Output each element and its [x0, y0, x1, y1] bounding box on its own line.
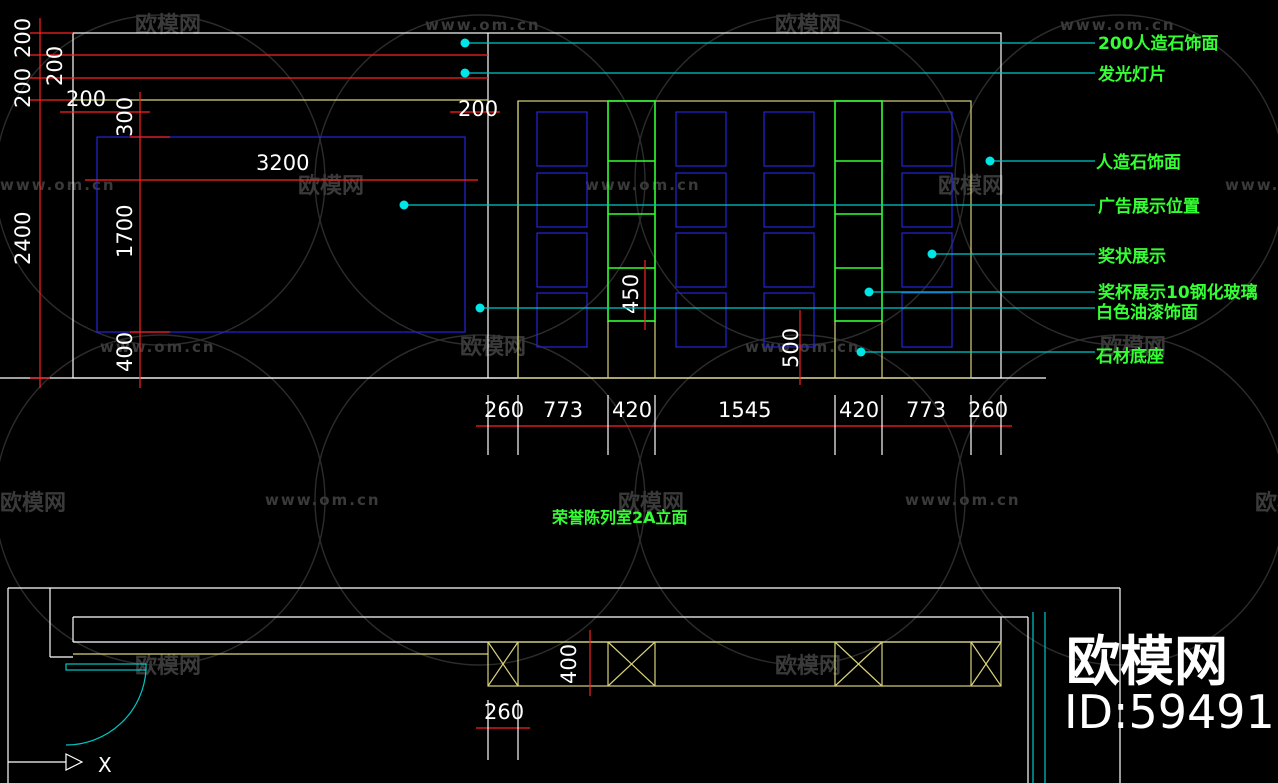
dim-panel-3200: 3200 — [256, 151, 309, 175]
label-advert-area: 广告展示位置 — [1098, 196, 1200, 217]
dim-chain-773-a: 773 — [543, 398, 583, 422]
drawing-title: 荣誉陈列室2A立面 — [551, 508, 688, 527]
label-artificial-stone: 人造石饰面 — [1096, 152, 1181, 173]
door-swing — [65, 669, 147, 746]
dim-left-200-2: 200 — [43, 46, 67, 86]
watermark-site-name: 欧模网 — [0, 490, 66, 516]
advertising-panel — [96, 136, 466, 333]
watermark-site: www.om.cn — [265, 491, 381, 509]
watermark-site: www.om.cn — [425, 16, 541, 34]
axis-x-label: X — [98, 753, 112, 777]
dim-cabinet-450: 450 — [619, 274, 643, 314]
dim-plan-260: 260 — [484, 700, 524, 724]
annotation-leaders — [399, 38, 1095, 357]
elevation-drawing — [0, 18, 1046, 455]
label-trophy-glass: 奖杯展示10钢化玻璃 — [1098, 282, 1258, 303]
dim-chain-420-a: 420 — [612, 398, 652, 422]
dim-right-200: 200 — [458, 97, 498, 121]
dimension-labels: 200 200 200 2400 200 300 3200 1700 400 2… — [11, 18, 1008, 422]
brand-name: 欧模网 — [1066, 630, 1228, 693]
display-cabinet — [517, 100, 972, 379]
dim-chain-420-b: 420 — [839, 398, 879, 422]
watermark-site-name: 欧模网 — [298, 173, 364, 199]
door-leaf — [65, 663, 147, 671]
watermark-site-name: 欧模网 — [135, 12, 201, 38]
dim-plan-400: 400 — [557, 644, 581, 684]
plan-drawing — [7, 587, 1121, 783]
watermark-texts: www.om.cn www.om.cn www.om.cn www.om.cn … — [0, 12, 1278, 679]
watermark-site: www.om.cn — [1225, 176, 1278, 194]
label-white-paint: 白色油漆饰面 — [1096, 302, 1198, 323]
watermark-site-name: 欧模网 — [1255, 490, 1278, 516]
certificate-frames — [536, 111, 953, 348]
brand-id: ID:594917 — [1064, 685, 1278, 739]
label-artificial-stone-200: 200人造石饰面 — [1098, 33, 1219, 54]
dim-left-2400: 2400 — [11, 212, 35, 265]
dim-chain-773-b: 773 — [906, 398, 946, 422]
watermark-site-name: 欧模网 — [135, 653, 201, 679]
dim-panel-300: 300 — [113, 97, 137, 137]
label-light-film: 发光灯片 — [1097, 64, 1166, 85]
plan-cabinet — [487, 641, 1002, 687]
trophy-shelf-left — [607, 100, 656, 322]
watermark-site: www.om.cn — [905, 491, 1021, 509]
watermark-site: www.om.cn — [585, 176, 701, 194]
watermark-site-name: 欧模网 — [460, 334, 526, 360]
dim-left-200-3: 200 — [11, 68, 35, 108]
dim-left-200-1: 200 — [11, 18, 35, 58]
watermark-site: www.om.cn — [0, 176, 116, 194]
dim-top-200: 200 — [66, 87, 106, 111]
dim-cabinet-500: 500 — [779, 328, 803, 368]
label-certificate-display: 奖状展示 — [1098, 246, 1166, 267]
dim-base-400: 400 — [113, 332, 137, 372]
label-stone-base: 石材底座 — [1095, 346, 1164, 367]
dim-chain-260-b: 260 — [968, 398, 1008, 422]
watermark-site-name: 欧模网 — [618, 490, 684, 516]
watermark-site-name: 欧模网 — [775, 653, 841, 679]
watermark-site: www.om.cn — [100, 338, 216, 356]
trophy-shelf-right — [834, 100, 883, 322]
dim-chain-1545: 1545 — [718, 398, 771, 422]
watermark-site-name: 欧模网 — [775, 12, 841, 38]
watermark-site: www.om.cn — [1060, 16, 1176, 34]
watermark-site-name: 欧模网 — [1100, 334, 1166, 360]
dim-chain-260-a: 260 — [484, 398, 524, 422]
dim-panel-1700: 1700 — [113, 205, 137, 258]
annotation-labels: 200人造石饰面 发光灯片 人造石饰面 广告展示位置 奖状展示 奖杯展示10钢化… — [1095, 33, 1258, 367]
